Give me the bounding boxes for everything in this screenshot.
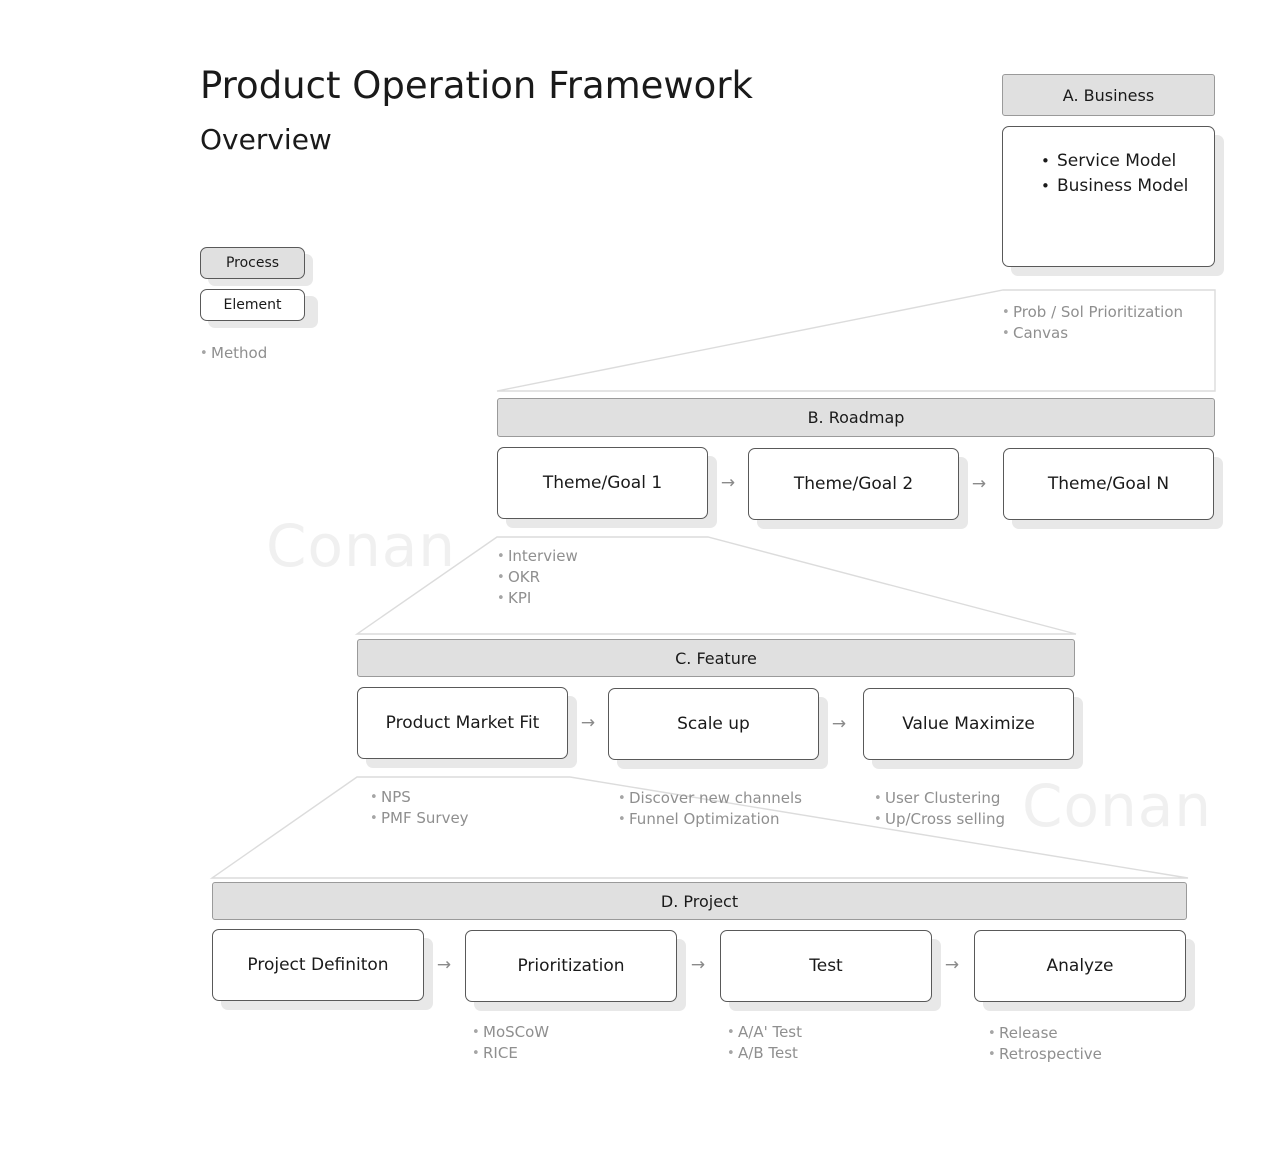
list-item: • A/B Test: [727, 1043, 802, 1064]
flow-arrow-icon: →: [944, 955, 960, 975]
bullet-icon: •: [497, 591, 505, 606]
business-bullet-0: Service Model: [1057, 151, 1177, 171]
feature-methods-col-1: • Discover new channels • Funnel Optimiz…: [618, 788, 802, 830]
flow-arrow-icon: →: [690, 955, 706, 975]
bullet-icon: •: [497, 549, 505, 564]
bullet-icon: •: [370, 790, 378, 805]
method-label: RICE: [483, 1044, 518, 1062]
feature-methods-col-0: • NPS • PMF Survey: [370, 787, 469, 829]
bullet-icon: •: [727, 1046, 735, 1061]
bullet-icon: •: [1002, 305, 1010, 320]
project-methods-col-0: • MoSCoW • RICE: [472, 1022, 549, 1064]
method-label: PMF Survey: [381, 809, 469, 827]
roadmap-methods: • Interview • OKR • KPI: [497, 546, 578, 609]
bullet-icon: •: [727, 1025, 735, 1040]
method-label: OKR: [508, 568, 541, 586]
business-bullet-1: Business Model: [1057, 176, 1189, 196]
feature-element-0: Product Market Fit: [357, 687, 568, 759]
business-element-box: • Service Model • Business Model: [1002, 126, 1215, 267]
flow-arrow-icon: →: [436, 955, 452, 975]
bullet-icon: •: [200, 346, 208, 361]
list-item: • Discover new channels: [618, 788, 802, 809]
method-label: A/B Test: [738, 1044, 798, 1062]
project-element-1: Prioritization: [465, 930, 677, 1002]
list-item: • Service Model: [1041, 149, 1188, 174]
method-label: Up/Cross selling: [885, 810, 1006, 828]
section-header-feature: C. Feature: [357, 639, 1075, 677]
bullet-icon: •: [1002, 326, 1010, 341]
list-item: • Business Model: [1041, 174, 1188, 199]
method-label: Release: [999, 1024, 1058, 1042]
project-element-2: Test: [720, 930, 932, 1002]
project-methods-col-1: • A/A' Test • A/B Test: [727, 1022, 802, 1064]
feature-element-1: Scale up: [608, 688, 819, 760]
list-item: • Retrospective: [988, 1044, 1102, 1065]
method-label: Prob / Sol Prioritization: [1013, 303, 1184, 321]
bullet-icon: •: [370, 811, 378, 826]
flow-arrow-icon: →: [720, 473, 736, 493]
bullet-icon: •: [618, 791, 626, 806]
bullet-icon: •: [988, 1047, 996, 1062]
list-item: • KPI: [497, 588, 578, 609]
list-item: • A/A' Test: [727, 1022, 802, 1043]
business-methods: • Prob / Sol Prioritization • Canvas: [1002, 302, 1183, 344]
list-item: • Interview: [497, 546, 578, 567]
method-label: Funnel Optimization: [629, 810, 780, 828]
project-element-0: Project Definiton: [212, 929, 424, 1001]
page-title: Product Operation Framework: [200, 64, 753, 107]
project-element-3: Analyze: [974, 930, 1186, 1002]
page-subtitle: Overview: [200, 123, 332, 156]
bullet-icon: •: [874, 791, 882, 806]
legend-element-box: Element: [200, 289, 305, 321]
legend-method-label: Method: [211, 344, 268, 362]
bullet-icon: •: [874, 812, 882, 827]
method-label: KPI: [508, 589, 532, 607]
feature-methods-col-2: • User Clustering • Up/Cross selling: [874, 788, 1005, 830]
method-label: Retrospective: [999, 1045, 1102, 1063]
flow-arrow-icon: →: [971, 474, 987, 494]
list-item: • MoSCoW: [472, 1022, 549, 1043]
watermark-conan-left: Conan: [266, 512, 457, 580]
business-bullet-list: • Service Model • Business Model: [1041, 149, 1188, 199]
method-label: MoSCoW: [483, 1023, 550, 1041]
list-item: • Release: [988, 1023, 1102, 1044]
bullet-icon: •: [472, 1046, 480, 1061]
legend-method: • Method: [200, 343, 267, 364]
legend-process-box: Process: [200, 247, 305, 279]
roadmap-element-2: Theme/Goal N: [1003, 448, 1214, 520]
list-item: • Up/Cross selling: [874, 809, 1005, 830]
list-item: • RICE: [472, 1043, 549, 1064]
method-label: Interview: [508, 547, 578, 565]
list-item: • PMF Survey: [370, 808, 469, 829]
bullet-icon: •: [988, 1026, 996, 1041]
roadmap-element-1: Theme/Goal 2: [748, 448, 959, 520]
flow-arrow-icon: →: [831, 714, 847, 734]
section-header-business: A. Business: [1002, 74, 1215, 116]
list-item: • User Clustering: [874, 788, 1005, 809]
bullet-icon: •: [472, 1025, 480, 1040]
bullet-icon: •: [618, 812, 626, 827]
bullet-icon: •: [497, 570, 505, 585]
flow-arrow-icon: →: [580, 713, 596, 733]
method-label: Discover new channels: [629, 789, 802, 807]
list-item: • NPS: [370, 787, 469, 808]
project-methods-col-2: • Release • Retrospective: [988, 1023, 1102, 1065]
method-label: Canvas: [1013, 324, 1069, 342]
bullet-icon: •: [1041, 177, 1050, 195]
method-label: NPS: [381, 788, 411, 806]
watermark-conan-right: Conan: [1022, 772, 1213, 840]
bullet-icon: •: [1041, 152, 1050, 170]
list-item: • Canvas: [1002, 323, 1183, 344]
section-header-project: D. Project: [212, 882, 1187, 920]
method-label: A/A' Test: [738, 1023, 803, 1041]
funnel-roadmap-to-feature: [354, 536, 1077, 635]
list-item: • Prob / Sol Prioritization: [1002, 302, 1183, 323]
feature-element-2: Value Maximize: [863, 688, 1074, 760]
list-item: • Funnel Optimization: [618, 809, 802, 830]
roadmap-element-0: Theme/Goal 1: [497, 447, 708, 519]
method-label: User Clustering: [885, 789, 1001, 807]
section-header-roadmap: B. Roadmap: [497, 398, 1215, 437]
list-item: • OKR: [497, 567, 578, 588]
